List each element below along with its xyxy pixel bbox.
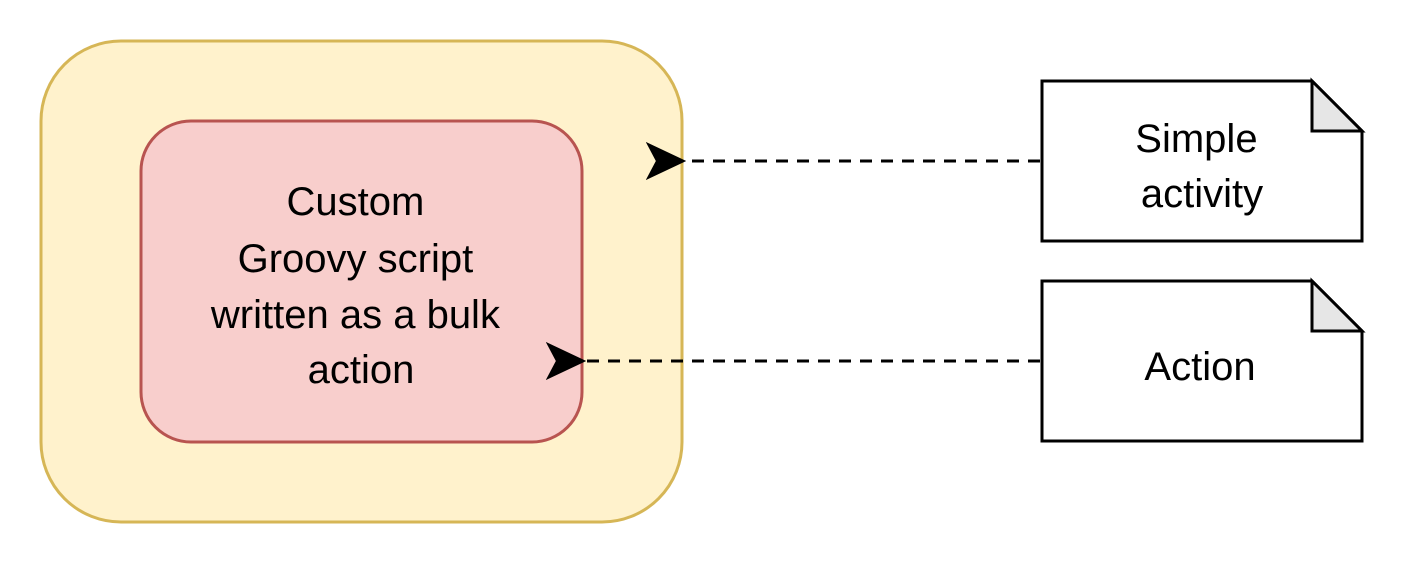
inner-script-shape	[139, 119, 584, 444]
action-note-shape	[1040, 279, 1364, 443]
inner-script-label: Custom Groovy script written as a bulk a…	[210, 180, 511, 392]
simple-activity-note[interactable]: Simple activity	[1040, 77, 1366, 243]
action-line-1: Action	[1144, 345, 1255, 389]
simple-activity-line-1: Simple	[1135, 117, 1257, 161]
action-fold-corner	[1310, 277, 1366, 333]
inner-script-line-1: Custom	[287, 180, 425, 224]
simple-activity-fold-corner	[1310, 77, 1366, 133]
inner-script-node[interactable]: Custom Groovy script written as a bulk a…	[139, 119, 584, 444]
action-note[interactable]: Action	[1040, 277, 1366, 443]
simple-activity-note-shape	[1040, 79, 1364, 243]
simple-activity-line-2: activity	[1141, 172, 1263, 216]
action-label: Action	[1144, 345, 1255, 389]
inner-script-line-3: written as a bulk	[210, 293, 501, 337]
simple-activity-label: Simple activity	[1135, 117, 1268, 216]
inner-script-line-2: Groovy script	[238, 237, 474, 281]
inner-script-line-4: action	[308, 348, 415, 392]
